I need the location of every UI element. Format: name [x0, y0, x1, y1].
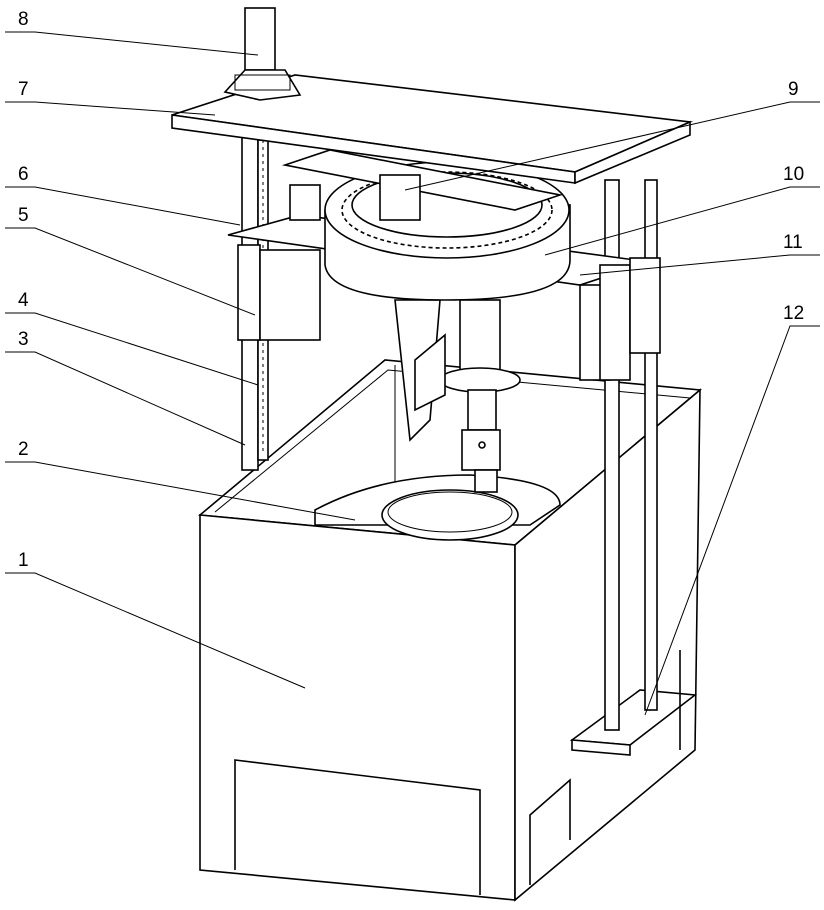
spindle [394, 299, 521, 493]
top-plate [171, 74, 694, 185]
label-3: 3 [18, 329, 29, 350]
tank [198, 359, 702, 902]
label-7: 7 [18, 79, 29, 100]
rail [281, 149, 564, 221]
label-12: 12 [783, 303, 805, 324]
label-6: 6 [18, 164, 29, 185]
label-1: 1 [18, 550, 29, 571]
label-4: 4 [18, 290, 29, 311]
tank-legs [234, 759, 571, 895]
label-5: 5 [18, 205, 29, 226]
leader-lines [5, 31, 820, 716]
label-8: 8 [18, 9, 29, 30]
label-9: 9 [788, 79, 799, 100]
label-2: 2 [18, 439, 29, 460]
label-10: 10 [783, 164, 805, 185]
motor [223, 7, 302, 101]
workpiece-dish [314, 474, 561, 541]
label-11: 11 [783, 232, 803, 253]
